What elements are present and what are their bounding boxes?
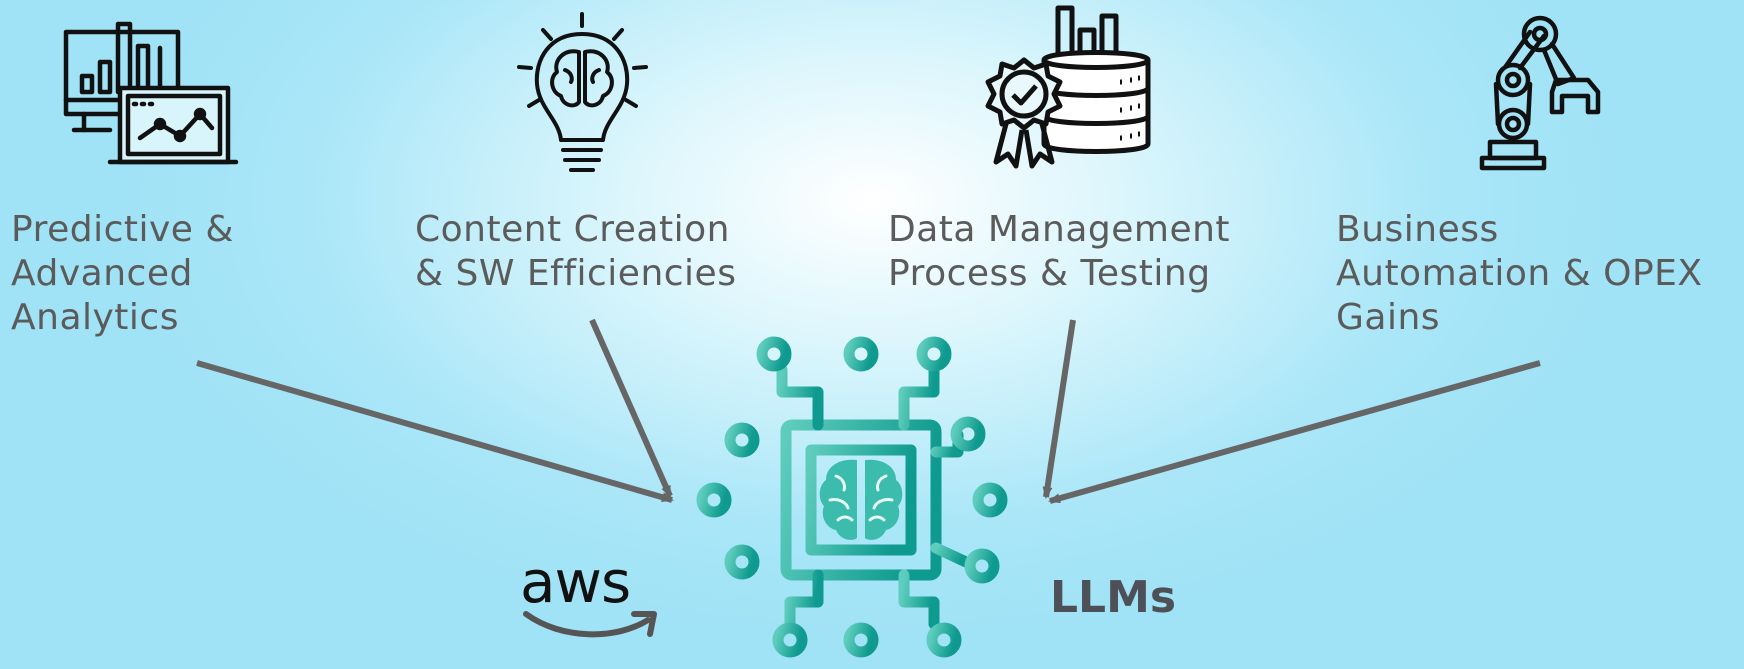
aws-logo-text: aws <box>520 548 631 616</box>
label-line: Predictive & <box>11 209 234 250</box>
arrow-data <box>1042 319 1076 499</box>
analytics-monitors-icon <box>63 21 239 165</box>
label-line: Data Management <box>888 209 1231 250</box>
label-data-management: Data Management Process & Testing <box>888 208 1230 296</box>
aws-logo: aws <box>520 550 670 660</box>
aws-smile-icon <box>523 611 657 638</box>
arrow-analytics <box>196 360 674 503</box>
arrow-content <box>589 318 673 498</box>
label-line: Automation & OPEX <box>1336 253 1703 294</box>
ai-chip-brain-icon <box>696 336 1008 658</box>
label-line: Advanced <box>11 253 193 294</box>
label-line: Analytics <box>11 297 179 338</box>
lightbulb-brain-icon <box>517 12 648 172</box>
label-line: Business <box>1336 209 1499 250</box>
arrow-business <box>1048 360 1541 504</box>
label-predictive-analytics: Predictive & Advanced Analytics <box>11 208 234 340</box>
label-line: & SW Efficiencies <box>415 253 737 294</box>
robot-arm-icon <box>1479 15 1601 171</box>
label-line: Gains <box>1336 297 1441 338</box>
label-content-creation: Content Creation & SW Efficiencies <box>415 208 736 296</box>
label-business-automation: Business Automation & OPEX Gains <box>1336 208 1703 340</box>
label-line: Content Creation <box>415 209 730 250</box>
label-line: Process & Testing <box>888 253 1211 294</box>
llms-label: LLMs <box>1050 572 1177 623</box>
database-gear-icon <box>985 5 1151 169</box>
